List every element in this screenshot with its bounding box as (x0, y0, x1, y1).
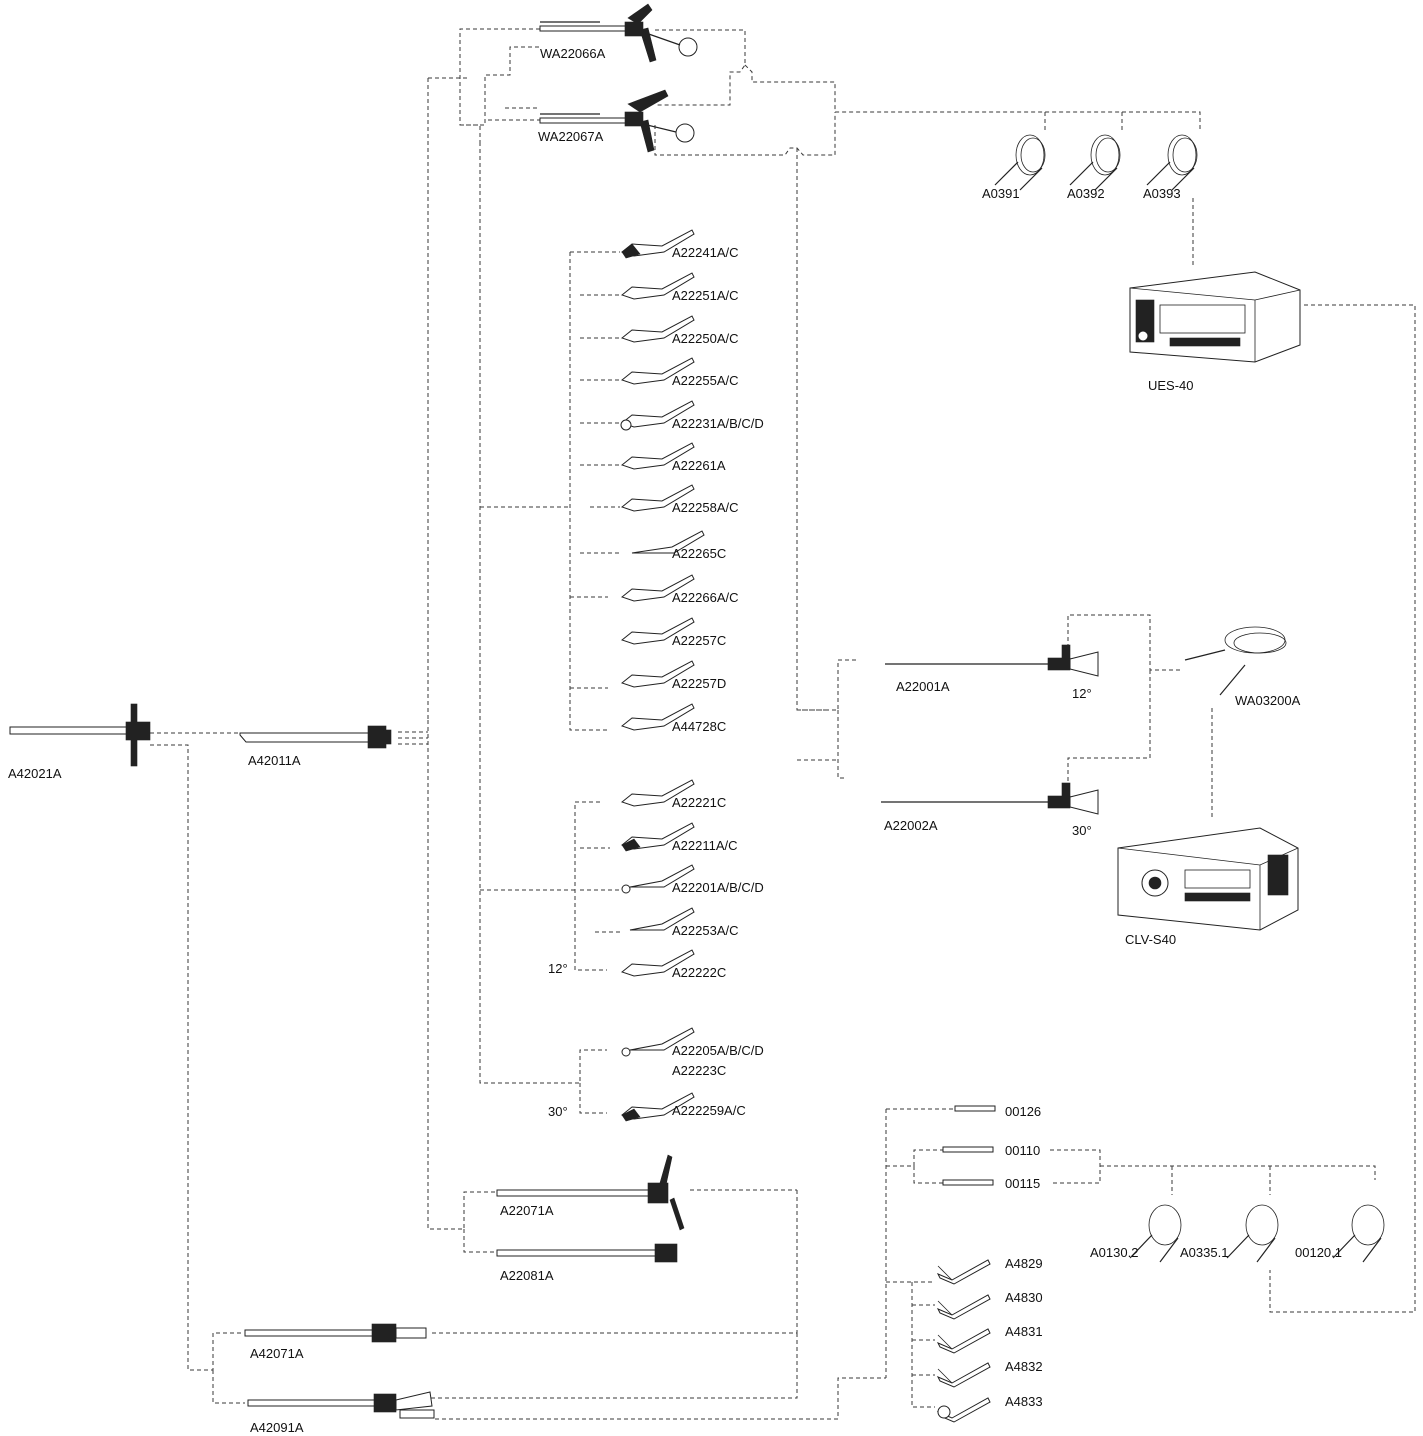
label-00115: 00115 (1005, 1176, 1040, 1191)
label-a4831: A4831 (1005, 1324, 1043, 1339)
labels: WA22066A WA22067A A0391 A0392 A0393 UES-… (8, 46, 1342, 1435)
label-00126: 00126 (1005, 1104, 1041, 1119)
label-a42021a: A42021A (8, 766, 62, 781)
label-e1-7: A22265C (672, 546, 726, 561)
forceps-drawings (938, 1260, 990, 1422)
a42071a-instrument (245, 1324, 426, 1342)
label-e2-0: A22221C (672, 795, 726, 810)
label-e3-1: A22223C (672, 1063, 726, 1078)
a22001a-telescope (885, 645, 1098, 676)
label-e1-4: A22231A/B/C/D (672, 416, 764, 431)
clvs40-light-source (1118, 828, 1298, 930)
label-a22001a: A22001A (896, 679, 950, 694)
cable-wa03200a (1185, 627, 1286, 695)
cable-a0391 (995, 135, 1045, 190)
label-a0391: A0391 (982, 186, 1020, 201)
electrode-drawings-group1 (621, 230, 704, 730)
label-a0392: A0392 (1067, 186, 1105, 201)
label-a4832: A4832 (1005, 1359, 1043, 1374)
label-e2-2: A22201A/B/C/D (672, 880, 764, 895)
connector-lines (150, 29, 1415, 1419)
label-ues40: UES-40 (1148, 378, 1194, 393)
a22002a-telescope (881, 783, 1098, 814)
label-e1-2: A22250A/C (672, 331, 739, 346)
label-a22002a-angle: 30° (1072, 823, 1092, 838)
label-a22081a: A22081A (500, 1268, 554, 1283)
a42011a-inner-sheath (240, 726, 391, 748)
label-a4829: A4829 (1005, 1256, 1043, 1271)
label-e1-6: A22258A/C (672, 500, 739, 515)
ues40-generator (1130, 272, 1300, 362)
a22071a-instrument (497, 1155, 684, 1230)
label-e1-9: A22257C (672, 633, 726, 648)
label-a4830: A4830 (1005, 1290, 1043, 1305)
label-group2-angle: 12° (548, 961, 568, 976)
label-e2-3: A22253A/C (672, 923, 739, 938)
label-a42091a: A42091A (250, 1420, 304, 1435)
a42091a-instrument (248, 1392, 434, 1418)
insert-drawings (943, 1106, 995, 1185)
a42021a-outer-sheath (10, 704, 150, 766)
label-a0335-1: A0335.1 (1180, 1245, 1228, 1260)
label-e1-11: A44728C (672, 719, 726, 734)
label-e1-8: A22266A/C (672, 590, 739, 605)
label-00110: 00110 (1005, 1143, 1040, 1158)
label-e1-5: A22261A (672, 458, 726, 473)
label-wa22066a: WA22066A (540, 46, 606, 61)
label-e1-1: A22251A/C (672, 288, 739, 303)
label-a4833: A4833 (1005, 1394, 1043, 1409)
label-e1-3: A22255A/C (672, 373, 739, 388)
label-a22002a: A22002A (884, 818, 938, 833)
label-a22001a-angle: 12° (1072, 686, 1092, 701)
label-e2-1: A22211A/C (672, 838, 738, 853)
label-e2-4: A22222C (672, 965, 726, 980)
label-wa03200a: WA03200A (1235, 693, 1301, 708)
a22081a-instrument (497, 1244, 677, 1262)
cable-a0393 (1147, 135, 1197, 190)
label-e1-10: A22257D (672, 676, 726, 691)
label-a0393: A0393 (1143, 186, 1181, 201)
label-e3-2: A222259A/C (672, 1103, 746, 1118)
cable-a0335-1 (1227, 1205, 1278, 1262)
label-a42011a: A42011A (248, 753, 301, 768)
label-a22071a: A22071A (500, 1203, 554, 1218)
cable-a0392 (1070, 135, 1120, 190)
label-a42071a: A42071A (250, 1346, 304, 1361)
label-e1-0: A22241A/C (672, 245, 739, 260)
label-group3-angle: 30° (548, 1104, 568, 1119)
label-e3-0: A22205A/B/C/D (672, 1043, 764, 1058)
label-00120-1: 00120.1 (1295, 1245, 1342, 1260)
label-clvs40: CLV-S40 (1125, 932, 1176, 947)
label-a0130-2: A0130.2 (1090, 1245, 1138, 1260)
label-wa22067a: WA22067A (538, 129, 604, 144)
